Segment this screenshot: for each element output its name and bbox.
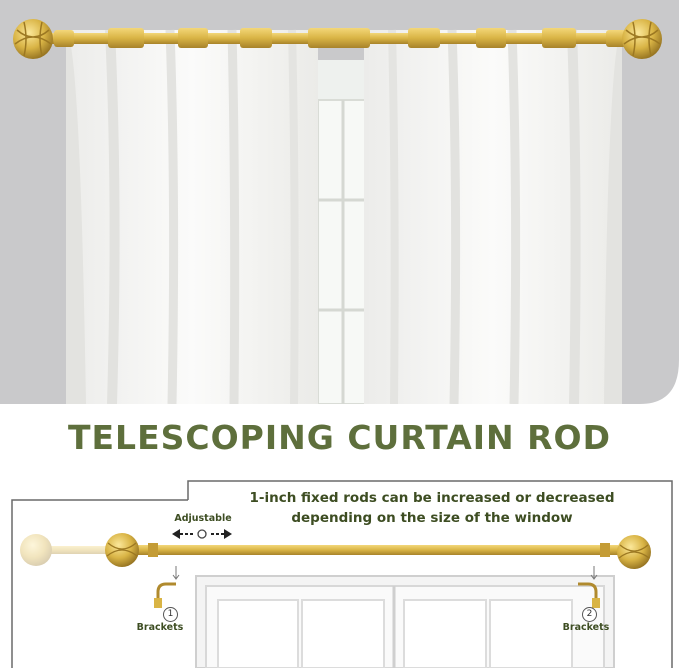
- caption-line-1: 1-inch fixed rods can be increased or de…: [249, 490, 615, 506]
- bracket-label-left: Brackets: [136, 622, 184, 633]
- double-arrow-icon: [172, 529, 232, 539]
- caption-line-2: depending on the size of the window: [291, 510, 573, 526]
- telescoping-rod: [128, 545, 618, 555]
- curtain-photo: [0, 0, 679, 404]
- ornate-ball-finial-icon: [105, 533, 139, 567]
- curtain-bracket-icon: [154, 582, 176, 608]
- bracket-label-right: Brackets: [562, 622, 610, 633]
- grommets: [108, 28, 576, 48]
- ornate-ball-finial-icon: [606, 19, 662, 59]
- rod-diagram: [11, 480, 673, 668]
- caption-frame: [187, 480, 673, 668]
- ornate-ball-finial-icon: [617, 535, 651, 569]
- rod-caption: 1-inch fixed rods can be increased or de…: [192, 488, 672, 528]
- adjustable-label: Adjustable: [174, 513, 232, 524]
- bracket-number-right: 2: [582, 607, 597, 622]
- ornate-ball-finial-icon: [13, 19, 74, 59]
- curtain-bracket-icon: [578, 582, 600, 608]
- headline: TELESCOPING CURTAIN ROD: [68, 418, 611, 457]
- right-curtain-panel: [364, 29, 622, 404]
- diagram-frame: [11, 499, 188, 668]
- window-frame: [195, 575, 615, 668]
- bracket-number-left: 1: [163, 607, 178, 622]
- extended-rod-ghost: [20, 534, 114, 566]
- left-curtain-panel: [66, 29, 318, 404]
